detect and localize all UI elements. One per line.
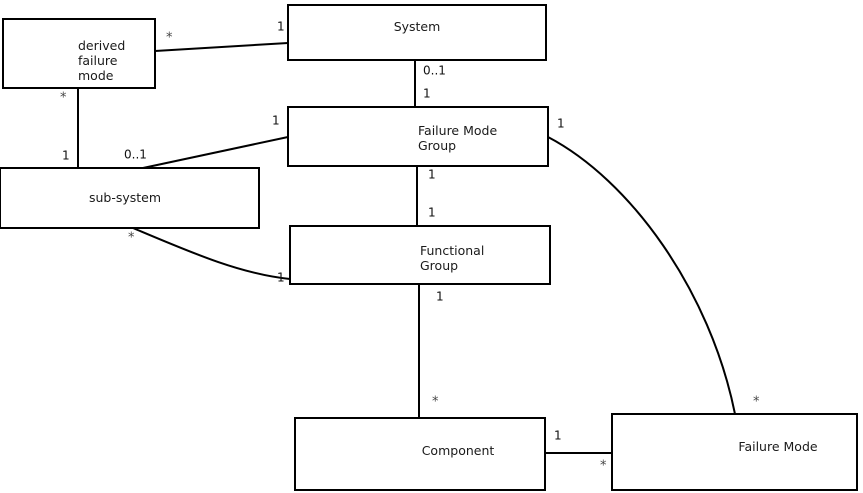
class-box-label-line: Group bbox=[420, 258, 458, 273]
mult-fmgroup-left-one: 1 bbox=[272, 114, 280, 128]
multiplicity-labels-layer: * 1 0..1 1 * 1 0..1 1 1 1 1 * 1 1 * 1 * * bbox=[60, 20, 760, 474]
mult-system-bottom-zero-one: 0..1 bbox=[423, 64, 446, 78]
mult-subsystem-bottom-star: * bbox=[128, 231, 135, 246]
mult-fmgroup-bottom-one: 1 bbox=[428, 168, 436, 182]
mult-failuremode-top-star: * bbox=[753, 395, 760, 410]
class-box-label-line: Failure Mode bbox=[738, 439, 817, 454]
mult-fmgroup-right-one: 1 bbox=[557, 117, 565, 131]
association-edge-sub-system-failure-mode-group bbox=[142, 136, 289, 169]
mult-system-left-one: 1 bbox=[277, 20, 285, 34]
class-box-label-line: Functional bbox=[420, 243, 484, 258]
mult-component-right-one: 1 bbox=[554, 429, 562, 443]
association-edge-failure-mode-group-failure-mode bbox=[547, 136, 736, 415]
class-box-label-line: System bbox=[394, 19, 441, 34]
mult-fmgroup-top-one: 1 bbox=[423, 87, 431, 101]
class-box-rect-failure-mode[interactable] bbox=[611, 413, 858, 491]
class-box-rect-system[interactable] bbox=[287, 4, 547, 61]
class-box-label-line: Component bbox=[422, 443, 495, 458]
class-box-system[interactable]: System bbox=[287, 4, 547, 61]
mult-subsystem-top-one: 1 bbox=[62, 149, 70, 163]
class-box-rect-component[interactable] bbox=[294, 417, 546, 491]
mult-subsystem-zero-one: 0..1 bbox=[124, 148, 147, 162]
mult-failuremode-left-star: * bbox=[600, 459, 607, 474]
class-box-rect-derived-failure-mode[interactable] bbox=[2, 18, 156, 89]
class-box-sub-system[interactable]: sub-system bbox=[0, 167, 260, 229]
class-box-failure-mode[interactable]: Failure Mode bbox=[611, 413, 858, 491]
mult-derived-to-system-star: * bbox=[166, 31, 173, 46]
class-box-rect-sub-system[interactable] bbox=[0, 167, 260, 229]
mult-derived-bottom-star: * bbox=[60, 91, 67, 106]
association-edge-sub-system-functional-group bbox=[132, 227, 291, 280]
association-edge-derived-failure-mode-system bbox=[154, 42, 289, 52]
class-box-label-line: Failure Mode bbox=[418, 123, 497, 138]
mult-funcgroup-left-one: 1 bbox=[277, 271, 285, 285]
mult-funcgroup-top-one: 1 bbox=[428, 206, 436, 220]
class-box-label-line: sub-system bbox=[89, 190, 161, 205]
class-box-component[interactable]: Component bbox=[294, 417, 546, 491]
class-box-rect-functional-group[interactable] bbox=[289, 225, 551, 285]
class-box-rect-failure-mode-group[interactable] bbox=[287, 106, 549, 167]
mult-funcgroup-bottom-one2: 1 bbox=[436, 290, 444, 304]
mult-component-top-star: * bbox=[432, 395, 439, 410]
class-box-label-line: failure bbox=[78, 53, 118, 68]
class-box-label-component: Component bbox=[422, 443, 495, 458]
class-box-label-line: Group bbox=[418, 138, 456, 153]
class-box-label-system: System bbox=[394, 19, 441, 34]
class-box-label-failure-mode: Failure Mode bbox=[738, 439, 817, 454]
class-box-label-line: derived bbox=[78, 38, 125, 53]
class-box-label-line: mode bbox=[78, 68, 114, 83]
class-box-label-sub-system: sub-system bbox=[89, 190, 161, 205]
edges-layer bbox=[77, 42, 736, 454]
